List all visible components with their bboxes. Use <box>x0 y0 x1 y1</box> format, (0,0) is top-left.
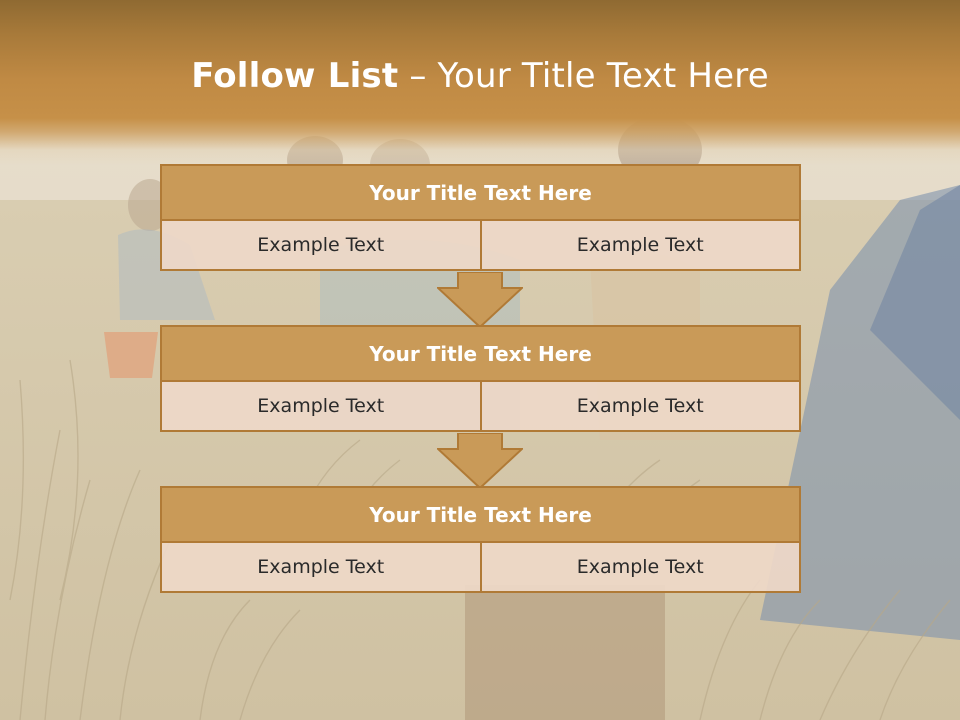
page-title: Follow List – Your Title Text Here <box>0 56 960 96</box>
block-cell-right: Example Text <box>479 221 801 271</box>
block-cell-right: Example Text <box>479 382 801 432</box>
block-cell-left: Example Text <box>160 543 480 593</box>
list-block-1: Your Title Text Here Example Text Exampl… <box>160 164 801 271</box>
title-band <box>0 0 960 165</box>
title-bold: Follow List <box>191 56 399 96</box>
list-block-2: Your Title Text Here Example Text Exampl… <box>160 325 801 432</box>
block-cell-left: Example Text <box>160 221 480 271</box>
block-row: Example Text Example Text <box>160 382 801 432</box>
down-arrow-icon <box>437 433 523 489</box>
block-row: Example Text Example Text <box>160 221 801 271</box>
block-title: Your Title Text Here <box>160 325 801 382</box>
block-cell-right: Example Text <box>479 543 801 593</box>
block-row: Example Text Example Text <box>160 543 801 593</box>
block-title: Your Title Text Here <box>160 164 801 221</box>
block-title: Your Title Text Here <box>160 486 801 543</box>
block-cell-left: Example Text <box>160 382 480 432</box>
title-rest: – Your Title Text Here <box>398 56 769 96</box>
down-arrow-icon <box>437 272 523 328</box>
list-block-3: Your Title Text Here Example Text Exampl… <box>160 486 801 593</box>
